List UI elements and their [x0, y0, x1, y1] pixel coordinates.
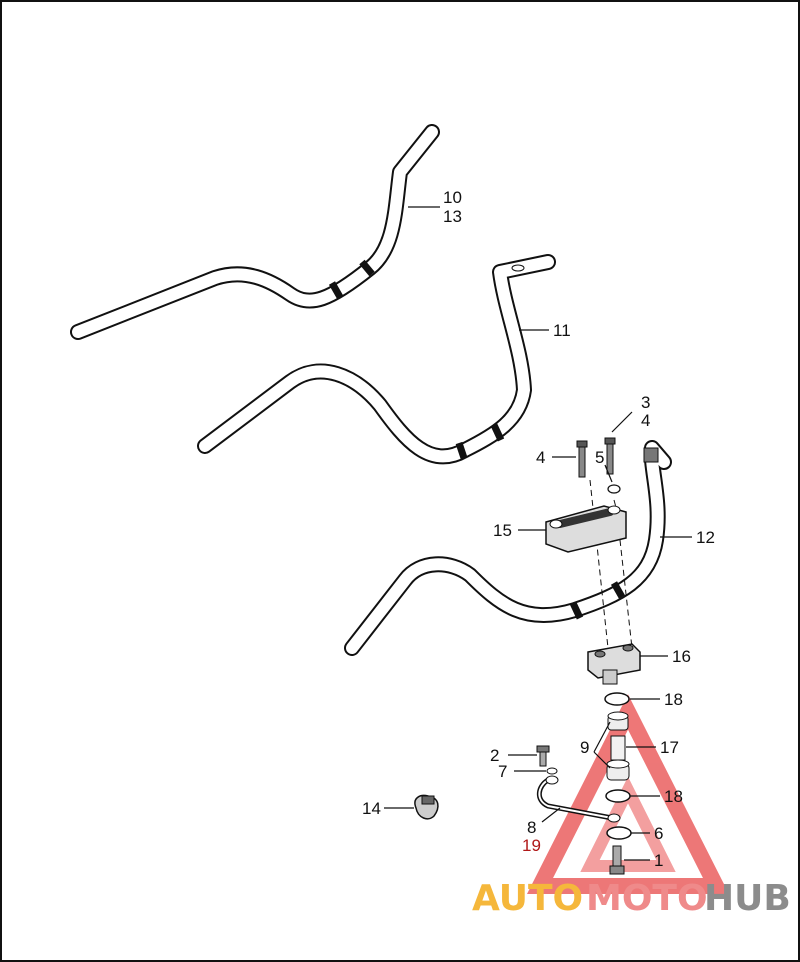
- callout-6: 6: [654, 824, 663, 843]
- ground-strap-8-inner: [538, 779, 613, 819]
- knurl-mark: [359, 259, 375, 277]
- callout-4-right: 4: [641, 411, 650, 430]
- callout-18-bottom: 18: [664, 787, 683, 806]
- spacer-17: [610, 735, 626, 761]
- callout-9: 9: [580, 738, 589, 757]
- bushing-9-upper: [607, 711, 629, 731]
- bar-end-plug: [643, 447, 659, 463]
- knurl-mark: [455, 441, 468, 460]
- handlebar-11: [197, 254, 556, 465]
- watermark-text: AUTO MOTO HUB: [472, 878, 791, 919]
- lower-clamp-16: [587, 643, 641, 685]
- watermark-logo: [526, 694, 730, 894]
- callout-16: 16: [672, 647, 691, 666]
- callout-11: 11: [553, 321, 571, 340]
- screw-3-4-right: [604, 437, 616, 475]
- knurl-mark: [328, 281, 344, 299]
- clip-14: [414, 794, 439, 820]
- knurl-mark: [569, 601, 584, 620]
- washer-18-bottom: [605, 789, 631, 803]
- assembly-line: [589, 479, 609, 649]
- handlebar-10-13: [70, 124, 440, 340]
- callout-17: 17: [660, 738, 679, 757]
- callout-10: 10: [443, 188, 462, 207]
- callout-18-top: 18: [664, 690, 683, 709]
- watermark-hub: HUB: [704, 878, 791, 919]
- bolt-1: [609, 845, 625, 875]
- bar-end-hole: [511, 264, 525, 272]
- callout-8: 8: [527, 818, 536, 837]
- knurl-mark: [610, 581, 626, 599]
- watermark-moto: MOTO: [586, 878, 708, 919]
- washer-7: [546, 767, 558, 775]
- callout-13: 13: [443, 207, 462, 226]
- upper-clamp-15: [545, 505, 627, 553]
- washer-18-top: [604, 692, 630, 706]
- watermark-auto: AUTO: [472, 878, 583, 919]
- screw-4-left: [576, 440, 588, 478]
- handlebar-12: [344, 440, 672, 656]
- callout-19: 19: [522, 836, 541, 855]
- callout-12: 12: [696, 528, 715, 547]
- callout-3: 3: [641, 393, 650, 412]
- callout-1: 1: [654, 851, 663, 870]
- leader-8: [541, 807, 561, 823]
- washer-5: [607, 484, 621, 494]
- callout-2: 2: [490, 746, 499, 765]
- leader-5: [604, 464, 613, 483]
- screw-2: [536, 745, 550, 767]
- watermark-triangle-inner: [580, 776, 676, 872]
- callout-5: 5: [595, 448, 604, 467]
- callout-14: 14: [362, 799, 381, 818]
- watermark-triangle-outer: [526, 694, 730, 894]
- knurl-mark: [490, 423, 505, 442]
- washer-6: [606, 826, 632, 840]
- assembly-line: [619, 539, 633, 649]
- callout-7: 7: [498, 762, 507, 781]
- leader-9: [593, 721, 611, 769]
- leader-3-4: [611, 411, 633, 433]
- callout-15: 15: [493, 521, 512, 540]
- bushing-9-lower: [606, 759, 630, 781]
- callout-4-left: 4: [536, 448, 545, 467]
